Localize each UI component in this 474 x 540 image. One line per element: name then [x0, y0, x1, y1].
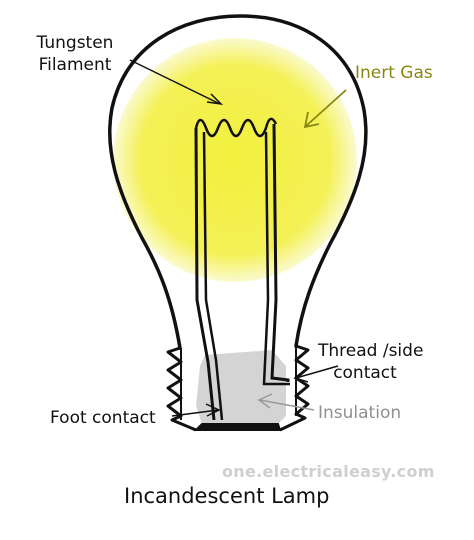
thread-arrow: [293, 365, 339, 383]
filament-arrow: [129, 59, 224, 106]
lead-wire-left-inner: [202, 131, 224, 421]
tungsten-filament-coil: [194, 117, 278, 138]
light-glow: [113, 38, 357, 282]
foot-contact-arrow: [171, 403, 221, 417]
tungsten-filament-label-line2: Filament: [38, 55, 112, 75]
foot-contact-plate: [193, 423, 282, 431]
thread-side-contact-label-line2: contact: [333, 363, 397, 383]
thread-side-contact-label: Thread /side contact: [318, 340, 424, 384]
screw-thread-left: [166, 346, 197, 432]
inert-gas-label: Inert Gas: [355, 63, 433, 83]
tungsten-filament-label: Tungsten Filament: [32, 32, 118, 76]
lead-wire-right-inner: [262, 131, 290, 386]
screw-thread-right: [279, 344, 310, 432]
watermark-text: one.electricaleasy.com: [222, 462, 435, 481]
base-neck: [180, 346, 297, 420]
tungsten-filament-label-line1: Tungsten: [36, 33, 114, 53]
insulation-arrow: [257, 393, 315, 411]
lead-wire-right: [270, 123, 290, 382]
insulation-label: Insulation: [318, 403, 402, 423]
foot-contact-label: Foot contact: [50, 408, 156, 428]
inert-gas-arrow: [303, 89, 347, 129]
lead-wire-left: [194, 127, 216, 421]
thread-side-contact-label-line1: Thread /side: [318, 341, 424, 361]
diagram-title: Incandescent Lamp: [124, 484, 330, 508]
glass-bulb: [108, 14, 368, 350]
